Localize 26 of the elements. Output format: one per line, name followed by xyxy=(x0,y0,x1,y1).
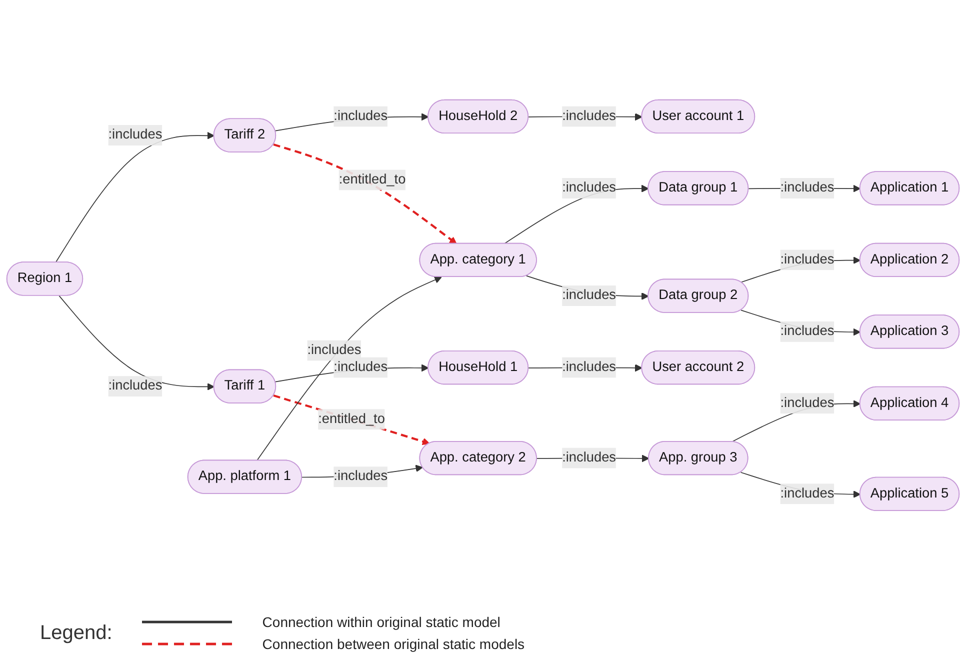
legend-text: Connection between original static models xyxy=(262,636,525,652)
edge-label: :includes xyxy=(780,252,834,267)
arrow xyxy=(273,394,430,445)
edge-label: :includes xyxy=(562,450,616,465)
edge-label: :includes xyxy=(562,180,616,195)
legend-heading: Legend: xyxy=(40,622,112,644)
edge-label: :includes xyxy=(108,127,162,142)
edge-label: :entitled_to xyxy=(338,172,406,187)
edge-label: :includes xyxy=(780,180,834,195)
edge-label: :includes xyxy=(334,108,388,124)
edge-label: :includes xyxy=(780,486,834,501)
edge-label: :includes xyxy=(562,360,616,374)
edge-label: :includes xyxy=(780,396,834,410)
edge-label: :includes xyxy=(334,360,388,374)
arrow xyxy=(55,132,215,263)
legend-text: Connection within original static model xyxy=(262,614,500,630)
edge-label: :includes xyxy=(780,324,834,338)
arrow xyxy=(256,276,442,461)
edge-label: :includes xyxy=(108,378,162,393)
edge-label: :includes xyxy=(307,342,362,358)
edge-label: :includes xyxy=(562,108,616,124)
edge-label: :includes xyxy=(562,288,616,302)
arrow xyxy=(58,295,215,390)
edge-label: :entitled_to xyxy=(318,412,385,426)
edge-label: :includes xyxy=(334,468,388,484)
arrow xyxy=(273,143,457,244)
